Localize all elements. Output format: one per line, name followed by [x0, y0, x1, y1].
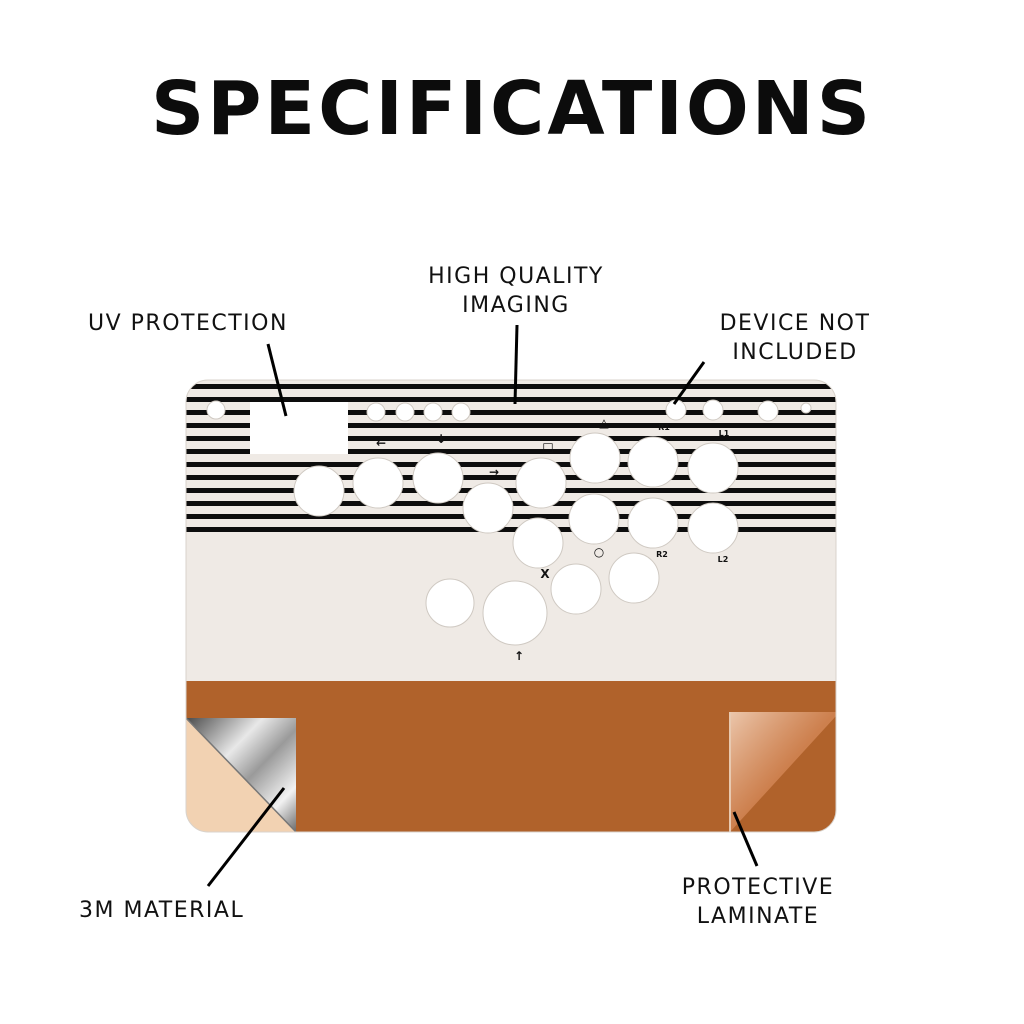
button-hole: [366, 402, 386, 422]
stripe: [186, 397, 836, 402]
page-title: SPECIFICATIONS: [151, 66, 873, 152]
button-marker: △: [599, 416, 609, 430]
stripe: [186, 462, 836, 467]
stripe: [186, 475, 836, 480]
laminate-corner: [730, 712, 836, 832]
high-quality-imaging-label: HIGH QUALITY IMAGING: [428, 264, 604, 318]
button-hole: [627, 497, 679, 549]
button-marker: ↓: [436, 432, 446, 446]
stripe: [186, 527, 836, 532]
uv-callout-line: [266, 343, 288, 417]
button-hole: [515, 457, 567, 509]
material-callout-line: [206, 787, 286, 887]
stripe: [186, 436, 836, 441]
button-hole: [352, 457, 404, 509]
button-marker: ←: [376, 436, 386, 450]
button-marker: L1: [719, 429, 730, 438]
button-hole: [569, 432, 621, 484]
imaging-callout-line: [513, 324, 519, 405]
button-holes: [206, 399, 812, 646]
button-marker: □: [542, 440, 553, 454]
stripe: [186, 410, 836, 415]
button-hole: [800, 402, 812, 414]
button-hole: [482, 580, 548, 646]
uv-window: [250, 402, 348, 454]
laminate-callout-line: [732, 811, 759, 867]
button-hole: [425, 578, 475, 628]
button-hole: [395, 402, 415, 422]
button-hole: [451, 402, 471, 422]
button-hole: [568, 493, 620, 545]
button-marker: X: [540, 567, 550, 581]
button-hole: [206, 400, 226, 420]
button-hole: [550, 563, 602, 615]
button-marker: R2: [656, 550, 668, 559]
button-hole: [293, 465, 345, 517]
button-hole: [702, 399, 724, 421]
button-marker: →: [489, 465, 499, 479]
button-marker: L2: [718, 555, 729, 564]
button-hole: [423, 402, 443, 422]
button-hole: [512, 517, 564, 569]
button-hole: [687, 442, 739, 494]
button-hole: [462, 482, 514, 534]
stripe: [186, 449, 836, 454]
stripe: [186, 384, 836, 389]
device-not-included-label: DEVICE NOT INCLUDED: [719, 311, 871, 365]
stripe: [186, 423, 836, 428]
protective-laminate-label: PROTECTIVE LAMINATE: [681, 875, 835, 929]
stripe: [186, 488, 836, 493]
button-hole: [687, 502, 739, 554]
button-marker: ○: [594, 545, 604, 559]
button-hole: [757, 400, 779, 422]
device-callout-line: [672, 361, 706, 405]
callout-lines: [206, 324, 759, 887]
button-hole: [412, 452, 464, 504]
button-hole: [608, 552, 660, 604]
button-marker: ↑: [514, 649, 524, 663]
button-marker: R1: [658, 423, 670, 432]
button-hole: [627, 436, 679, 488]
uv-protection-label: UV PROTECTION: [88, 311, 288, 336]
3m-material-label: 3M MATERIAL: [79, 898, 245, 923]
